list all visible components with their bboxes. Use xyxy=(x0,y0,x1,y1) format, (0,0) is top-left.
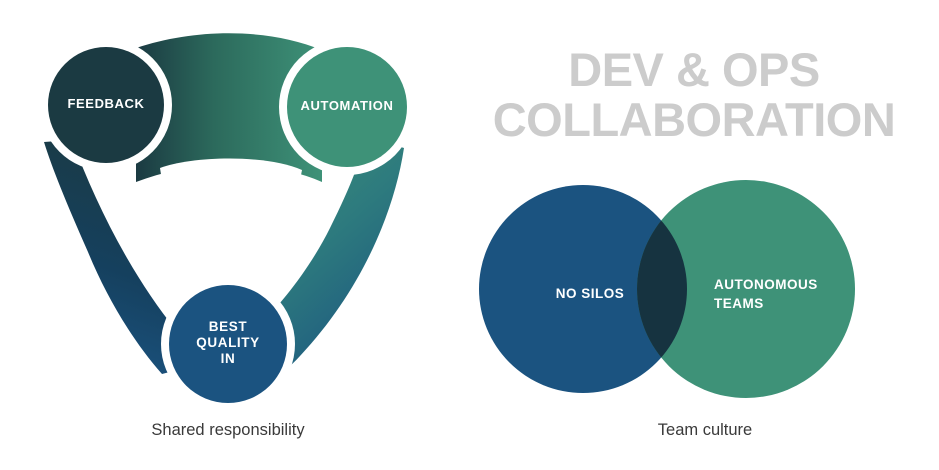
page-title-line-1: DEV & OPS xyxy=(568,43,820,96)
team-culture-section: DEV & OPS COLLABORATION NO SILOS AUTONOM… xyxy=(470,0,939,470)
shared-responsibility-diagram: FEEDBACK AUTOMATION BEST QUALITY IN Shar… xyxy=(44,33,407,439)
venn-diagram-graphic xyxy=(479,180,855,398)
connector-bestquality-feedback xyxy=(44,140,208,374)
venn-circle-autonomous-teams[interactable] xyxy=(637,180,855,398)
inner-triangle-negative-space xyxy=(160,158,302,344)
node-circle-best-quality-in[interactable] xyxy=(169,285,287,403)
node-circle-automation[interactable] xyxy=(287,47,407,167)
venn-circle-no-silos[interactable] xyxy=(479,185,687,393)
triangle-connector-graphic xyxy=(44,33,407,403)
node-circle-feedback[interactable] xyxy=(48,47,164,163)
caption-shared-responsibility: Shared responsibility xyxy=(151,421,305,439)
connector-feedback-automation xyxy=(136,33,322,183)
caption-team-culture: Team culture xyxy=(657,421,753,439)
page-title: DEV & OPS COLLABORATION xyxy=(470,45,918,145)
page-title-line-2: COLLABORATION xyxy=(492,93,896,146)
